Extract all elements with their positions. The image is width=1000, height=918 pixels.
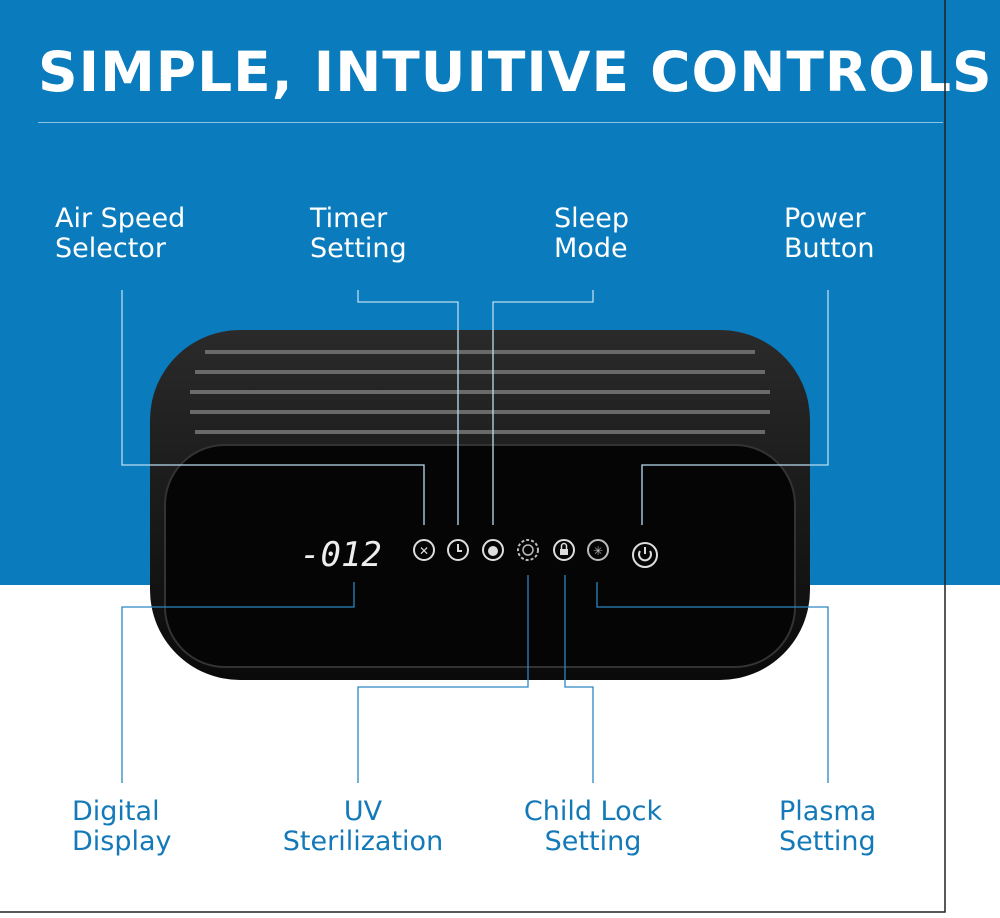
clock-icon: [447, 539, 469, 561]
svg-text:✕: ✕: [419, 544, 429, 558]
plasma-icon: ✳: [587, 539, 609, 561]
label-sleep-mode: Sleep Mode: [554, 203, 630, 264]
leader-lines-bottom: [121, 575, 829, 783]
fan-icon: ✕: [413, 539, 435, 561]
moon-icon: [482, 539, 504, 561]
digital-display: -012: [300, 535, 382, 575]
label-child-lock-setting: Child Lock Setting: [523, 796, 663, 857]
label-air-speed-selector: Air Speed Selector: [55, 203, 186, 264]
power-icon: [632, 542, 658, 568]
label-timer-setting: Timer Setting: [310, 203, 407, 264]
frame-border: [0, 0, 946, 913]
purifier-grille: [190, 350, 770, 434]
label-plasma-setting: Plasma Setting: [779, 796, 877, 857]
label-power-button: Power Button: [784, 203, 875, 264]
lock-icon: [553, 539, 575, 561]
page-title: SIMPLE, INTUITIVE CONTROLS: [38, 40, 993, 104]
uv-icon: [517, 539, 539, 561]
leader-lines-top: [121, 290, 829, 525]
title-divider: [38, 122, 943, 123]
control-panel: [164, 444, 796, 668]
label-uv-sterilization: UV Sterilization: [282, 796, 444, 857]
svg-text:✳: ✳: [593, 544, 603, 558]
label-digital-display: Digital Display: [72, 796, 172, 857]
